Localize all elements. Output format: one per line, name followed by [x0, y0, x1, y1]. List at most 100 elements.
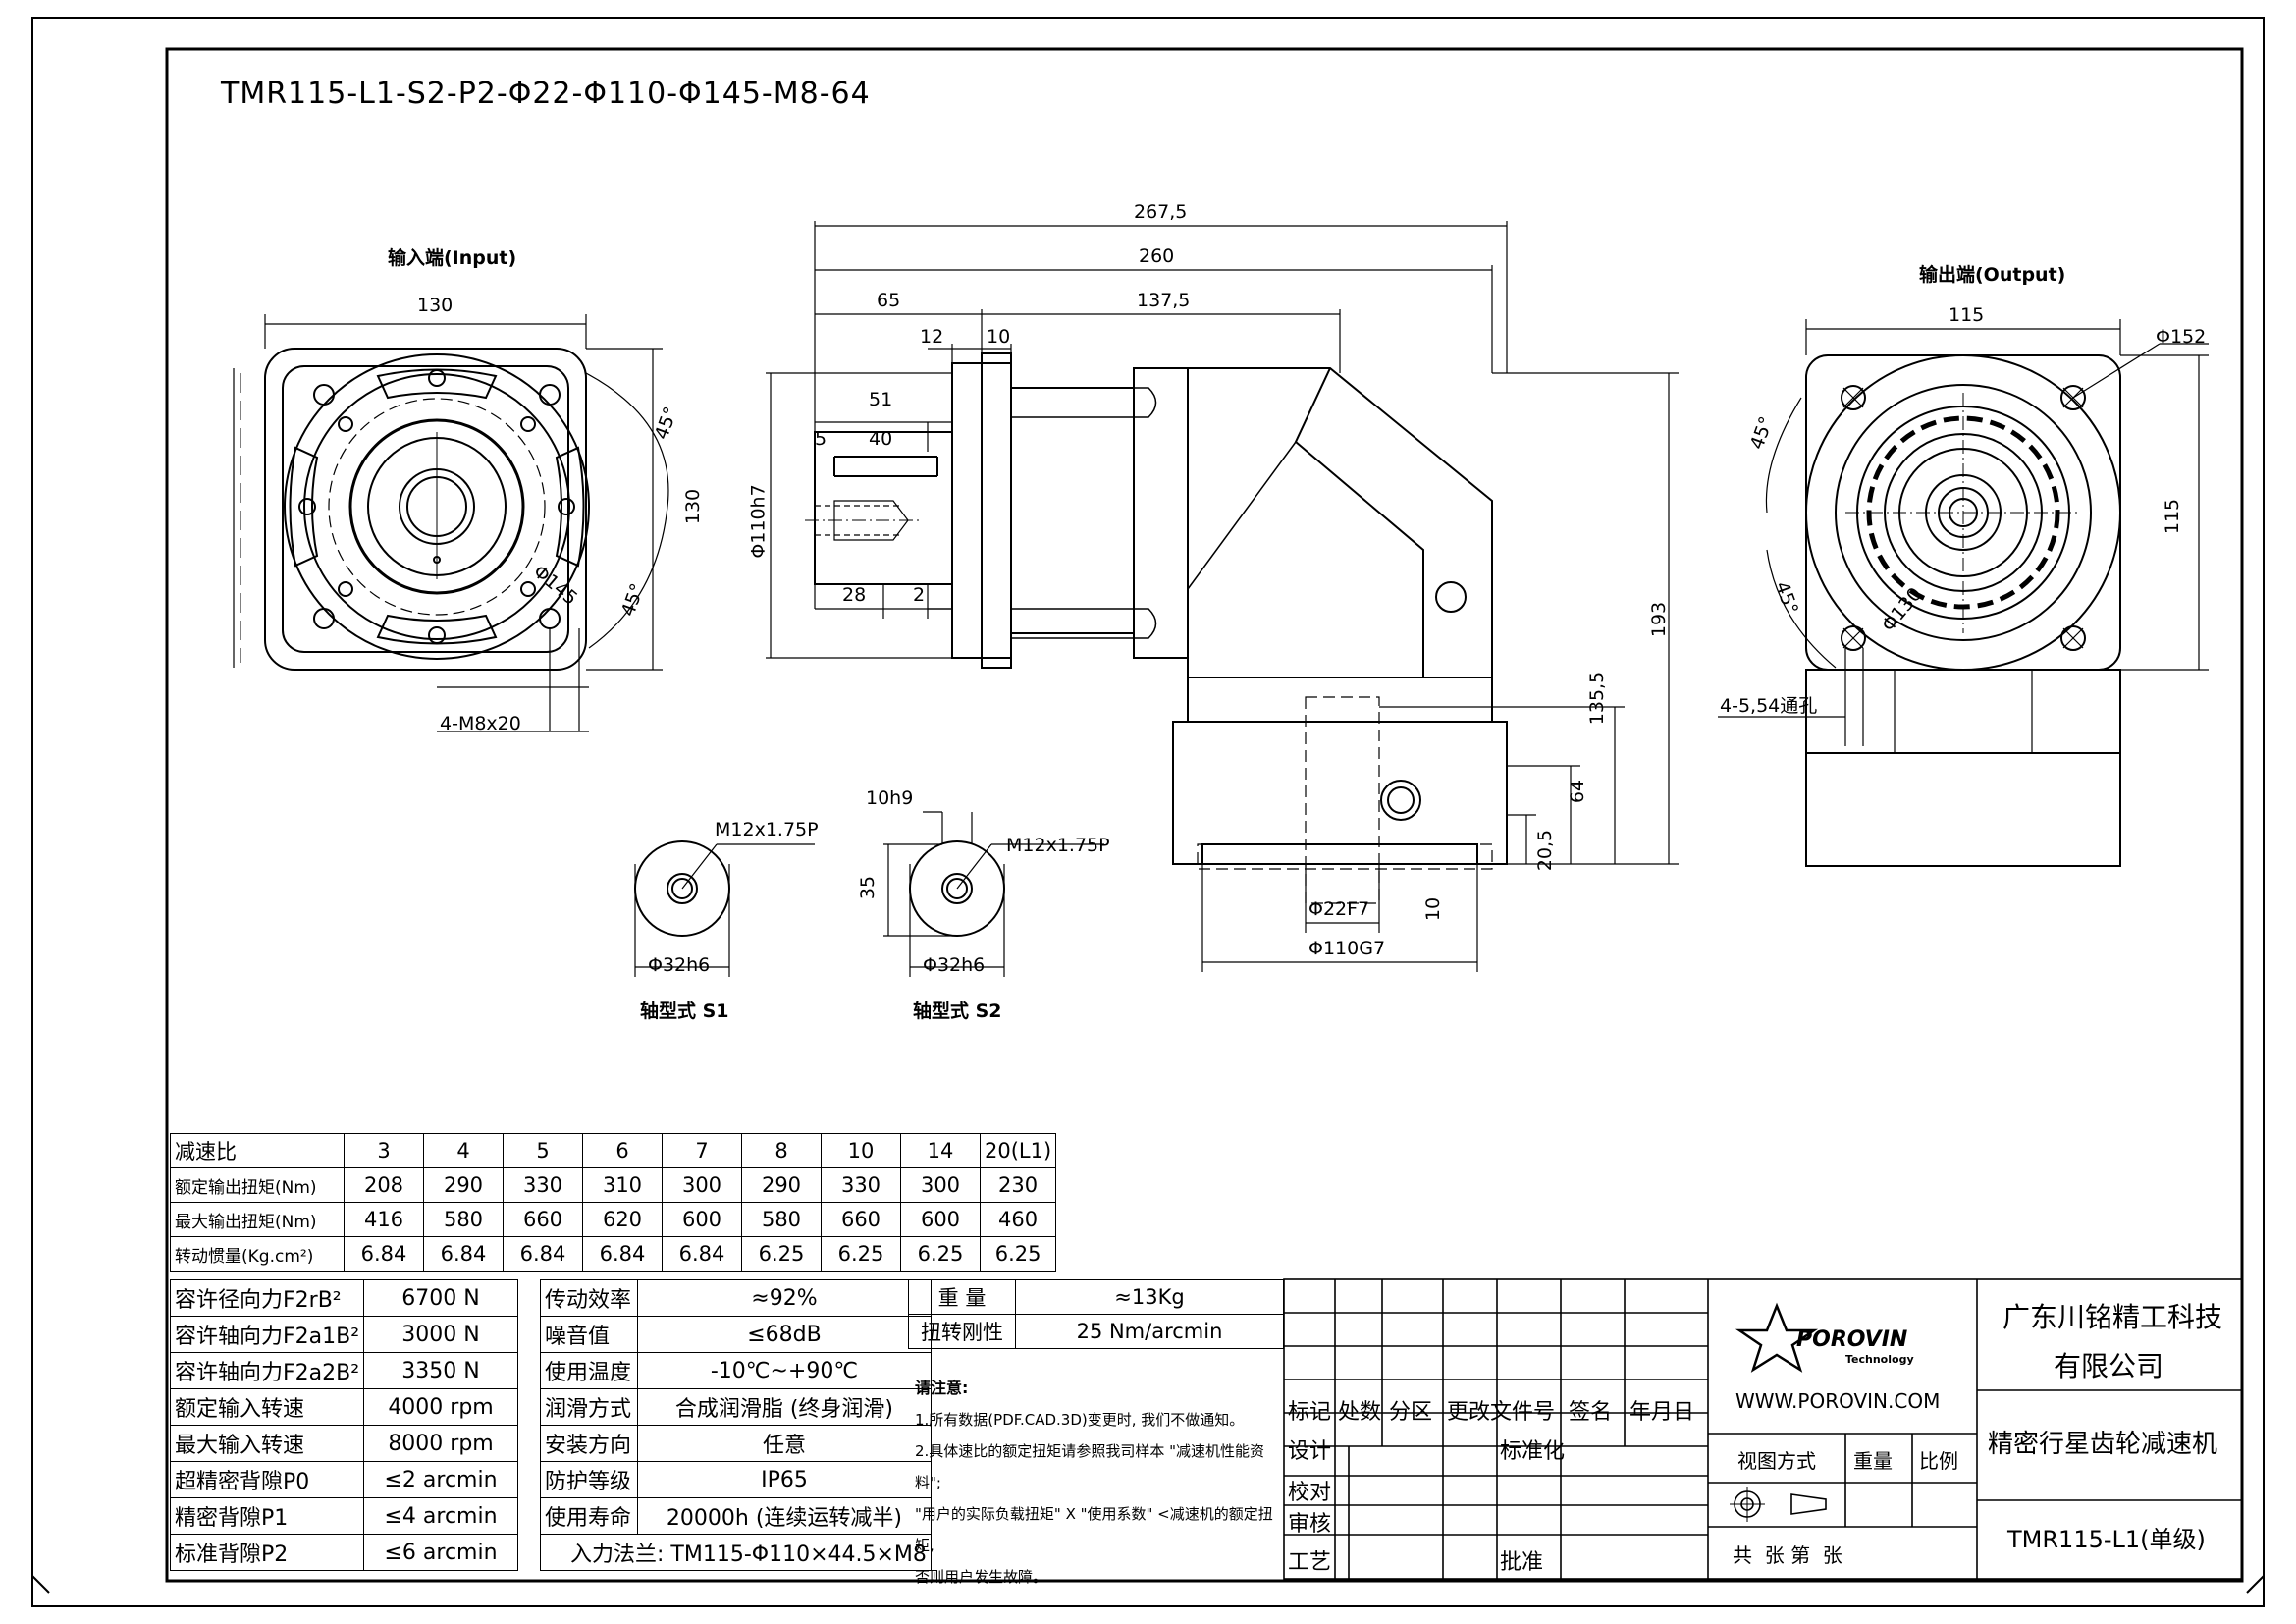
- spec-mid-table: 传动效率≈92% 噪音值≤68dB 使用温度-10℃~+90℃ 润滑方式合成润滑…: [540, 1279, 932, 1571]
- review-label: 审核: [1288, 1512, 1332, 1537]
- design-label: 设计: [1288, 1439, 1332, 1464]
- table-row: 入力法兰: TM115-Φ110×44.5×M8: [540, 1534, 932, 1571]
- spec-value: 3350 N: [363, 1352, 518, 1389]
- check-label: 校对: [1288, 1481, 1332, 1505]
- spec-label: 容许轴向力F2a1B²: [169, 1316, 365, 1353]
- table-cell: 6.25: [821, 1236, 901, 1272]
- spec-label: 扭转刚性: [908, 1314, 1016, 1349]
- table-row: 润滑方式合成润滑脂 (终身润滑): [540, 1388, 932, 1426]
- notes-line: 2.具体速比的额定扭矩请参照我司样本 "减速机性能资料";: [915, 1442, 1264, 1491]
- table-cell: 300: [900, 1167, 981, 1203]
- dim-side-10b: 10: [1422, 896, 1445, 922]
- dim-side-64: 64: [1567, 779, 1589, 804]
- notes: 请注意: 1.所有数据(PDF.CAD.3D)变更时, 我们不做通知。 2.具体…: [915, 1373, 1280, 1593]
- table-cell: 580: [741, 1202, 822, 1237]
- spec-label: 噪音值: [540, 1316, 638, 1353]
- table-cell: 660: [503, 1202, 583, 1237]
- spec-value: ≈92%: [637, 1279, 932, 1317]
- spec-value: 4000 rpm: [363, 1388, 518, 1426]
- table-cell: 6.84: [582, 1236, 663, 1272]
- logo: POROVIN: [1796, 1327, 1908, 1352]
- rev-header-file: 更改文件号: [1447, 1400, 1556, 1425]
- table-row: 标准背隙P2≤6 arcmin: [169, 1534, 518, 1571]
- spec-label: 安装方向: [540, 1425, 638, 1462]
- dim-side-5: 5: [815, 428, 828, 450]
- table-cell: 208: [344, 1167, 424, 1203]
- table-cell: 230: [979, 1167, 1057, 1203]
- dim-s2-dia: Φ32h6: [923, 954, 986, 976]
- dim-side-20-5: 20,5: [1534, 829, 1557, 872]
- ratio-cell: 5: [503, 1133, 583, 1168]
- spec-label: 传动效率: [540, 1279, 638, 1317]
- spec-label: 使用寿命: [540, 1497, 638, 1535]
- ratio-cell: 3: [344, 1133, 424, 1168]
- spec-value: 任意: [637, 1425, 932, 1462]
- rated-torque-label: 额定输出扭矩(Nm): [170, 1167, 345, 1203]
- spec-value: 20000h (连续运转减半): [637, 1497, 932, 1535]
- spec-label: 超精密背隙P0: [169, 1461, 365, 1498]
- output-view-label: 输出端(Output): [1919, 264, 2066, 286]
- dim-s1-dia: Φ32h6: [648, 954, 711, 976]
- dim-side-flange: Φ110h7: [747, 484, 770, 559]
- dim-side-40: 40: [869, 428, 893, 450]
- side-view: [766, 221, 1679, 972]
- spec-value: -10℃~+90℃: [637, 1352, 932, 1389]
- spec-value: ≤2 arcmin: [363, 1461, 518, 1498]
- process-label: 工艺: [1288, 1550, 1332, 1575]
- ratio-cell: 4: [423, 1133, 504, 1168]
- spec-label: 最大输入转速: [169, 1425, 365, 1462]
- table-cell: 310: [582, 1167, 663, 1203]
- ratio-table: 减速比 3 4 5 6 7 8 10 14 20(L1) 额定输出扭矩(Nm) …: [170, 1133, 1057, 1272]
- spec-label: 容许轴向力F2a2B²: [169, 1352, 365, 1389]
- dim-side-193: 193: [1648, 601, 1671, 638]
- shaft-s1-label: 轴型式 S1: [640, 1001, 729, 1022]
- spec-label: 防护等级: [540, 1461, 638, 1498]
- dim-input-height: 130: [682, 488, 705, 525]
- flange-note: 入力法兰: TM115-Φ110×44.5×M8: [540, 1534, 932, 1571]
- dim-side-total: 267,5: [1134, 201, 1188, 223]
- ratio-cell: 8: [741, 1133, 822, 1168]
- product-name: 精密行星齿轮减速机: [1988, 1430, 2218, 1459]
- notes-line: "用户的实际负载扭矩" X "使用系数" <减速机的额定扭矩,: [915, 1505, 1273, 1554]
- notes-line: 否则用户发生故障。: [915, 1568, 1048, 1586]
- table-row: 传动效率≈92%: [540, 1279, 932, 1317]
- spec-value: IP65: [637, 1461, 932, 1498]
- spec-label: 重 量: [908, 1279, 1016, 1315]
- ratio-cell: 20(L1): [979, 1133, 1057, 1168]
- website: WWW.POROVIN.COM: [1735, 1389, 1941, 1413]
- table-cell: 6.84: [503, 1236, 583, 1272]
- dim-side-10: 10: [987, 326, 1011, 348]
- spec-value: ≤4 arcmin: [363, 1497, 518, 1535]
- table-cell: 6.84: [423, 1236, 504, 1272]
- spec-value: ≈13Kg: [1015, 1279, 1284, 1315]
- dim-output-height: 115: [2162, 498, 2184, 535]
- rev-header-zone: 分区: [1389, 1400, 1433, 1425]
- spec-label: 精密背隙P1: [169, 1497, 365, 1535]
- dim-side-135-5: 135,5: [1586, 671, 1609, 726]
- dim-side-bore: Φ22F7: [1308, 898, 1370, 920]
- table-cell: 620: [582, 1202, 663, 1237]
- spec-label: 额定输入转速: [169, 1388, 365, 1426]
- dim-s2-key: 10h9: [866, 787, 914, 809]
- outer-frame: [31, 17, 2265, 1607]
- table-row: 超精密背隙P0≤2 arcmin: [169, 1461, 518, 1498]
- table-cell: 6.84: [344, 1236, 424, 1272]
- sheets-label: 共 张 第 张: [1733, 1543, 1842, 1567]
- dim-output-od: Φ152: [2156, 326, 2207, 348]
- table-cell: 460: [979, 1202, 1057, 1237]
- table-row: 最大输出扭矩(Nm) 416 580 660 620 600 580 660 6…: [170, 1202, 1057, 1237]
- table-cell: 330: [503, 1167, 583, 1203]
- ratio-cell: 6: [582, 1133, 663, 1168]
- inner-frame: [165, 47, 2244, 1583]
- ratio-cell: 10: [821, 1133, 901, 1168]
- dim-s2-thread: M12x1.75P: [1006, 835, 1110, 856]
- table-cell: 6.84: [662, 1236, 742, 1272]
- spec-value: 6700 N: [363, 1279, 518, 1317]
- table-row: 精密背隙P1≤4 arcmin: [169, 1497, 518, 1535]
